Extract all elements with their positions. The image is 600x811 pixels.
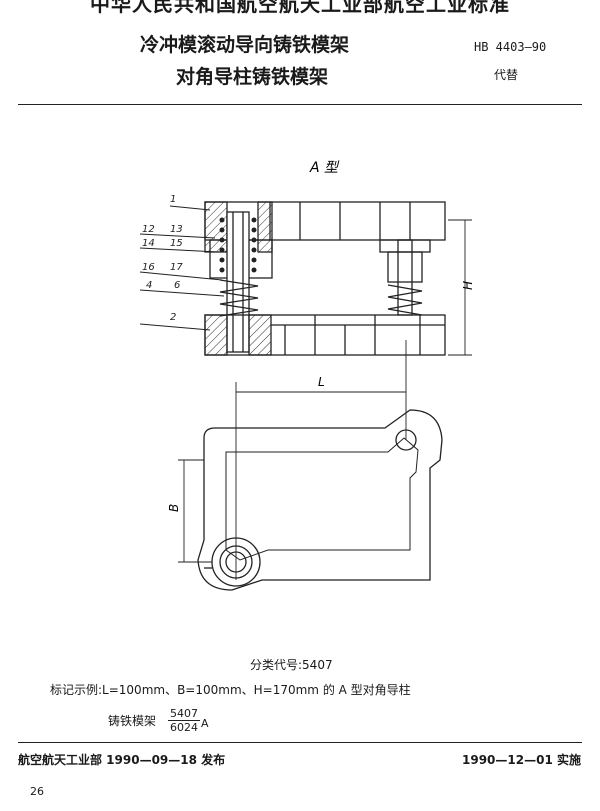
part-leaders	[139, 205, 225, 331]
part-label-15: 15	[170, 238, 183, 249]
dimension-label-b: B	[167, 504, 181, 512]
part-label-2: 2	[170, 312, 176, 323]
header-rule	[18, 104, 582, 105]
part-label-13: 13	[170, 224, 183, 235]
part-label-1: 1	[170, 194, 176, 205]
classification-code: 分类代号:5407	[250, 658, 333, 672]
dimension-b	[178, 459, 212, 563]
plan-view	[197, 409, 443, 591]
marking-designation: 铸铁模架 5407 6024 A	[108, 707, 209, 734]
part-label-6: 6	[174, 280, 180, 291]
product-name: 铸铁模架	[108, 714, 157, 728]
document-title-line1: 冷冲模滚动导向铸铁模架	[140, 34, 350, 56]
designation-fraction: 5407 6024	[168, 707, 201, 734]
dimension-l	[235, 340, 407, 580]
technical-drawing: A 型	[139, 160, 475, 591]
part-label-4: 4	[146, 280, 152, 291]
replaces-label: 代替	[494, 68, 519, 82]
dimension-h	[448, 219, 472, 356]
effective-date: 1990—12—01 实施	[462, 753, 581, 767]
marking-example: 标记示例:L=100mm、B=100mm、H=170mm 的 A 型对角导柱	[50, 683, 411, 697]
document-title-line2: 对角导柱铸铁模架	[176, 66, 329, 88]
dimension-label-h: H	[461, 281, 475, 290]
standard-code: HB 4403—90	[474, 40, 547, 54]
page-number: 26	[30, 785, 44, 798]
issued-date: 航空航天工业部 1990—09—18 发布	[18, 753, 226, 767]
fraction-suffix: A	[201, 717, 209, 730]
part-label-14: 14	[142, 238, 155, 249]
standard-org-header: 中华人民共和国航空航天工业部航空工业标准	[90, 0, 510, 16]
elevation-view	[204, 201, 446, 356]
fraction-denominator: 6024	[170, 721, 199, 734]
drawing-type-label: A 型	[309, 160, 340, 176]
part-label-12: 12	[142, 224, 155, 235]
part-label-17: 17	[170, 262, 183, 273]
dimension-label-l: L	[318, 375, 325, 389]
footer-rule	[18, 742, 582, 743]
fraction-numerator: 5407	[168, 707, 201, 721]
part-label-16: 16	[142, 262, 155, 273]
